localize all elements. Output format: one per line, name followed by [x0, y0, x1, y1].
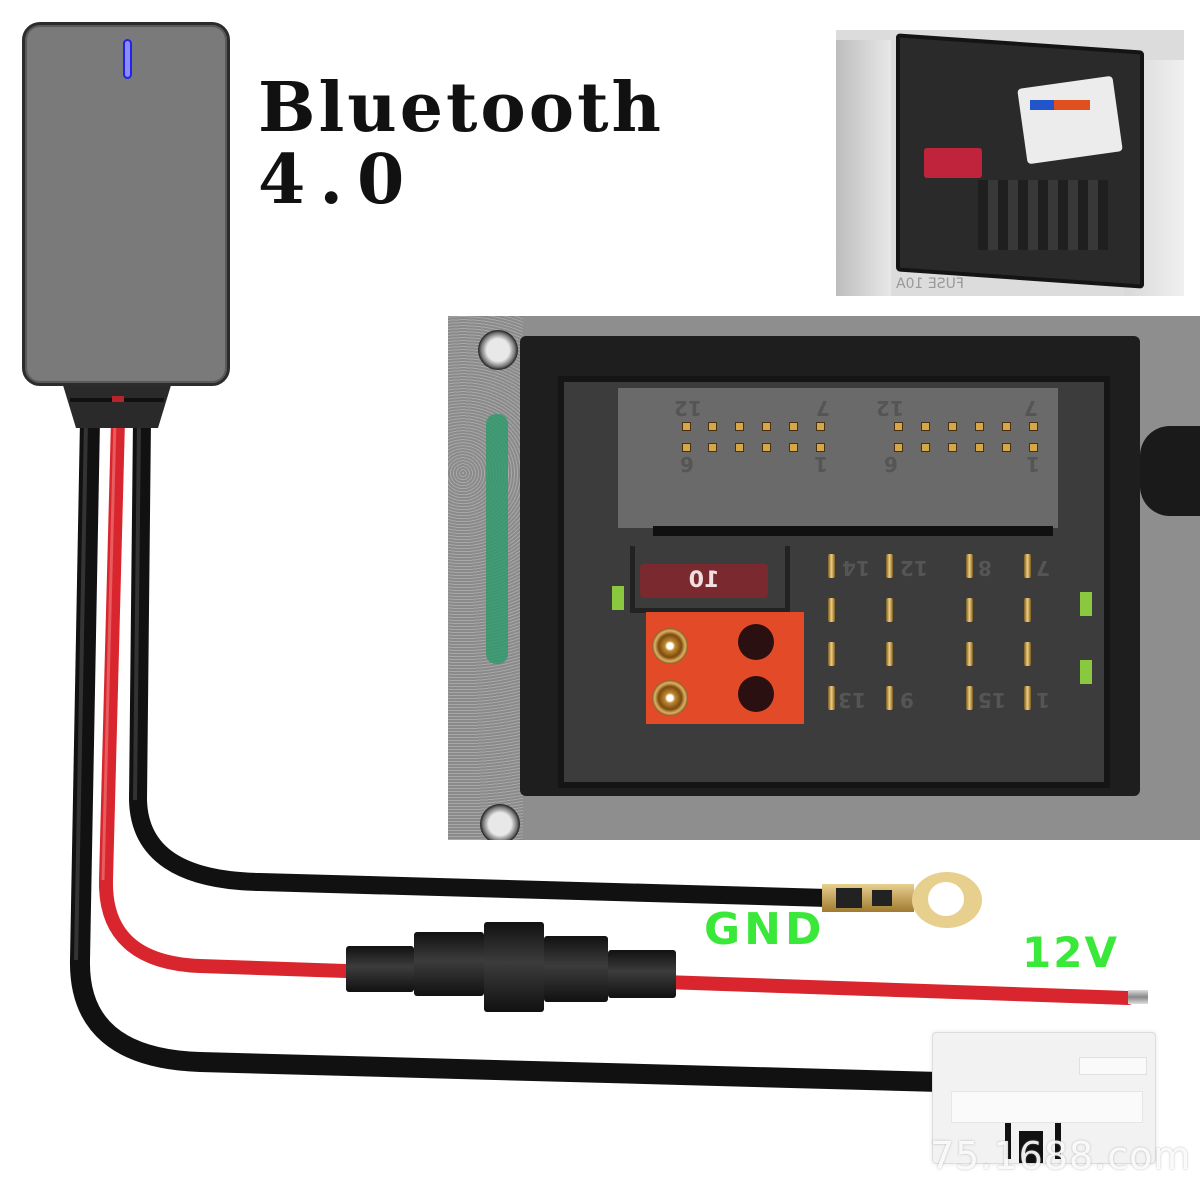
pin-slot: [1019, 1131, 1043, 1163]
connector-latch: [1079, 1057, 1147, 1075]
bluetooth-module: [22, 22, 230, 386]
screw-icon: [478, 330, 518, 370]
pin-label: 14: [842, 556, 870, 580]
title-line-1: Bluetooth: [258, 68, 664, 148]
watermark: 75.1688.com: [930, 1134, 1192, 1178]
pin-label: 1: [1036, 688, 1050, 712]
green-latch: [1080, 592, 1092, 616]
connector-photo: 12 7 12 7 6 1 6 1 10 14 12 8 7 13 9 15 1: [448, 316, 1200, 840]
pin-label: 7: [816, 396, 830, 420]
pin-label: 15: [978, 688, 1006, 712]
title-line-2: 4.0: [258, 140, 419, 220]
chassis-metal: [448, 316, 523, 840]
power-post: [652, 680, 688, 716]
fuse-holder: [630, 546, 790, 613]
pin-slot: [1005, 1123, 1011, 1159]
pin-slot: [1055, 1123, 1061, 1159]
screw-icon: [480, 804, 520, 840]
radio-plug-connector: [932, 1032, 1156, 1164]
bare-wire-end: [1128, 990, 1148, 1004]
pin-label: 6: [884, 452, 898, 476]
inset-fuse: [924, 148, 982, 178]
green-marker: [486, 414, 508, 664]
pin-label: 12: [876, 396, 904, 420]
fuse-10a: 10: [640, 564, 768, 598]
pin-label: 12: [900, 556, 928, 580]
connector-ridge: [951, 1091, 1143, 1123]
upper-pin-block: [618, 388, 1058, 528]
pin-label: 1: [814, 452, 828, 476]
12v-label: 12V: [1022, 928, 1119, 977]
inset-wires: [1030, 100, 1090, 110]
inset-photo-installed: FUSE 10A: [836, 30, 1184, 296]
pin-label: 9: [900, 688, 914, 712]
socket-hole: [738, 676, 774, 712]
status-led-icon: [123, 39, 132, 79]
product-title: Bluetooth 4.0: [258, 72, 664, 216]
inset-white-plug: [1017, 75, 1123, 165]
dash-panel-left: [836, 40, 891, 296]
socket-hole: [738, 624, 774, 660]
green-latch: [612, 586, 624, 610]
pin-label: 13: [838, 688, 866, 712]
pin-label: 8: [978, 556, 992, 580]
pin-label: 7: [1036, 556, 1050, 580]
adjacent-plug: [1140, 426, 1200, 516]
green-latch: [1080, 660, 1092, 684]
pin-label: 6: [680, 452, 694, 476]
pin-label: 1: [1026, 452, 1040, 476]
power-post: [652, 628, 688, 664]
pin-grid: [978, 180, 1108, 250]
locking-rail: [653, 526, 1053, 536]
pin-label: 7: [1024, 396, 1038, 420]
gnd-label: GND: [704, 904, 826, 955]
ring-terminal-icon: [912, 872, 982, 928]
inset-caption: FUSE 10A: [896, 276, 964, 292]
terminal-crimp: [822, 884, 914, 912]
pin-label: 12: [674, 396, 702, 420]
